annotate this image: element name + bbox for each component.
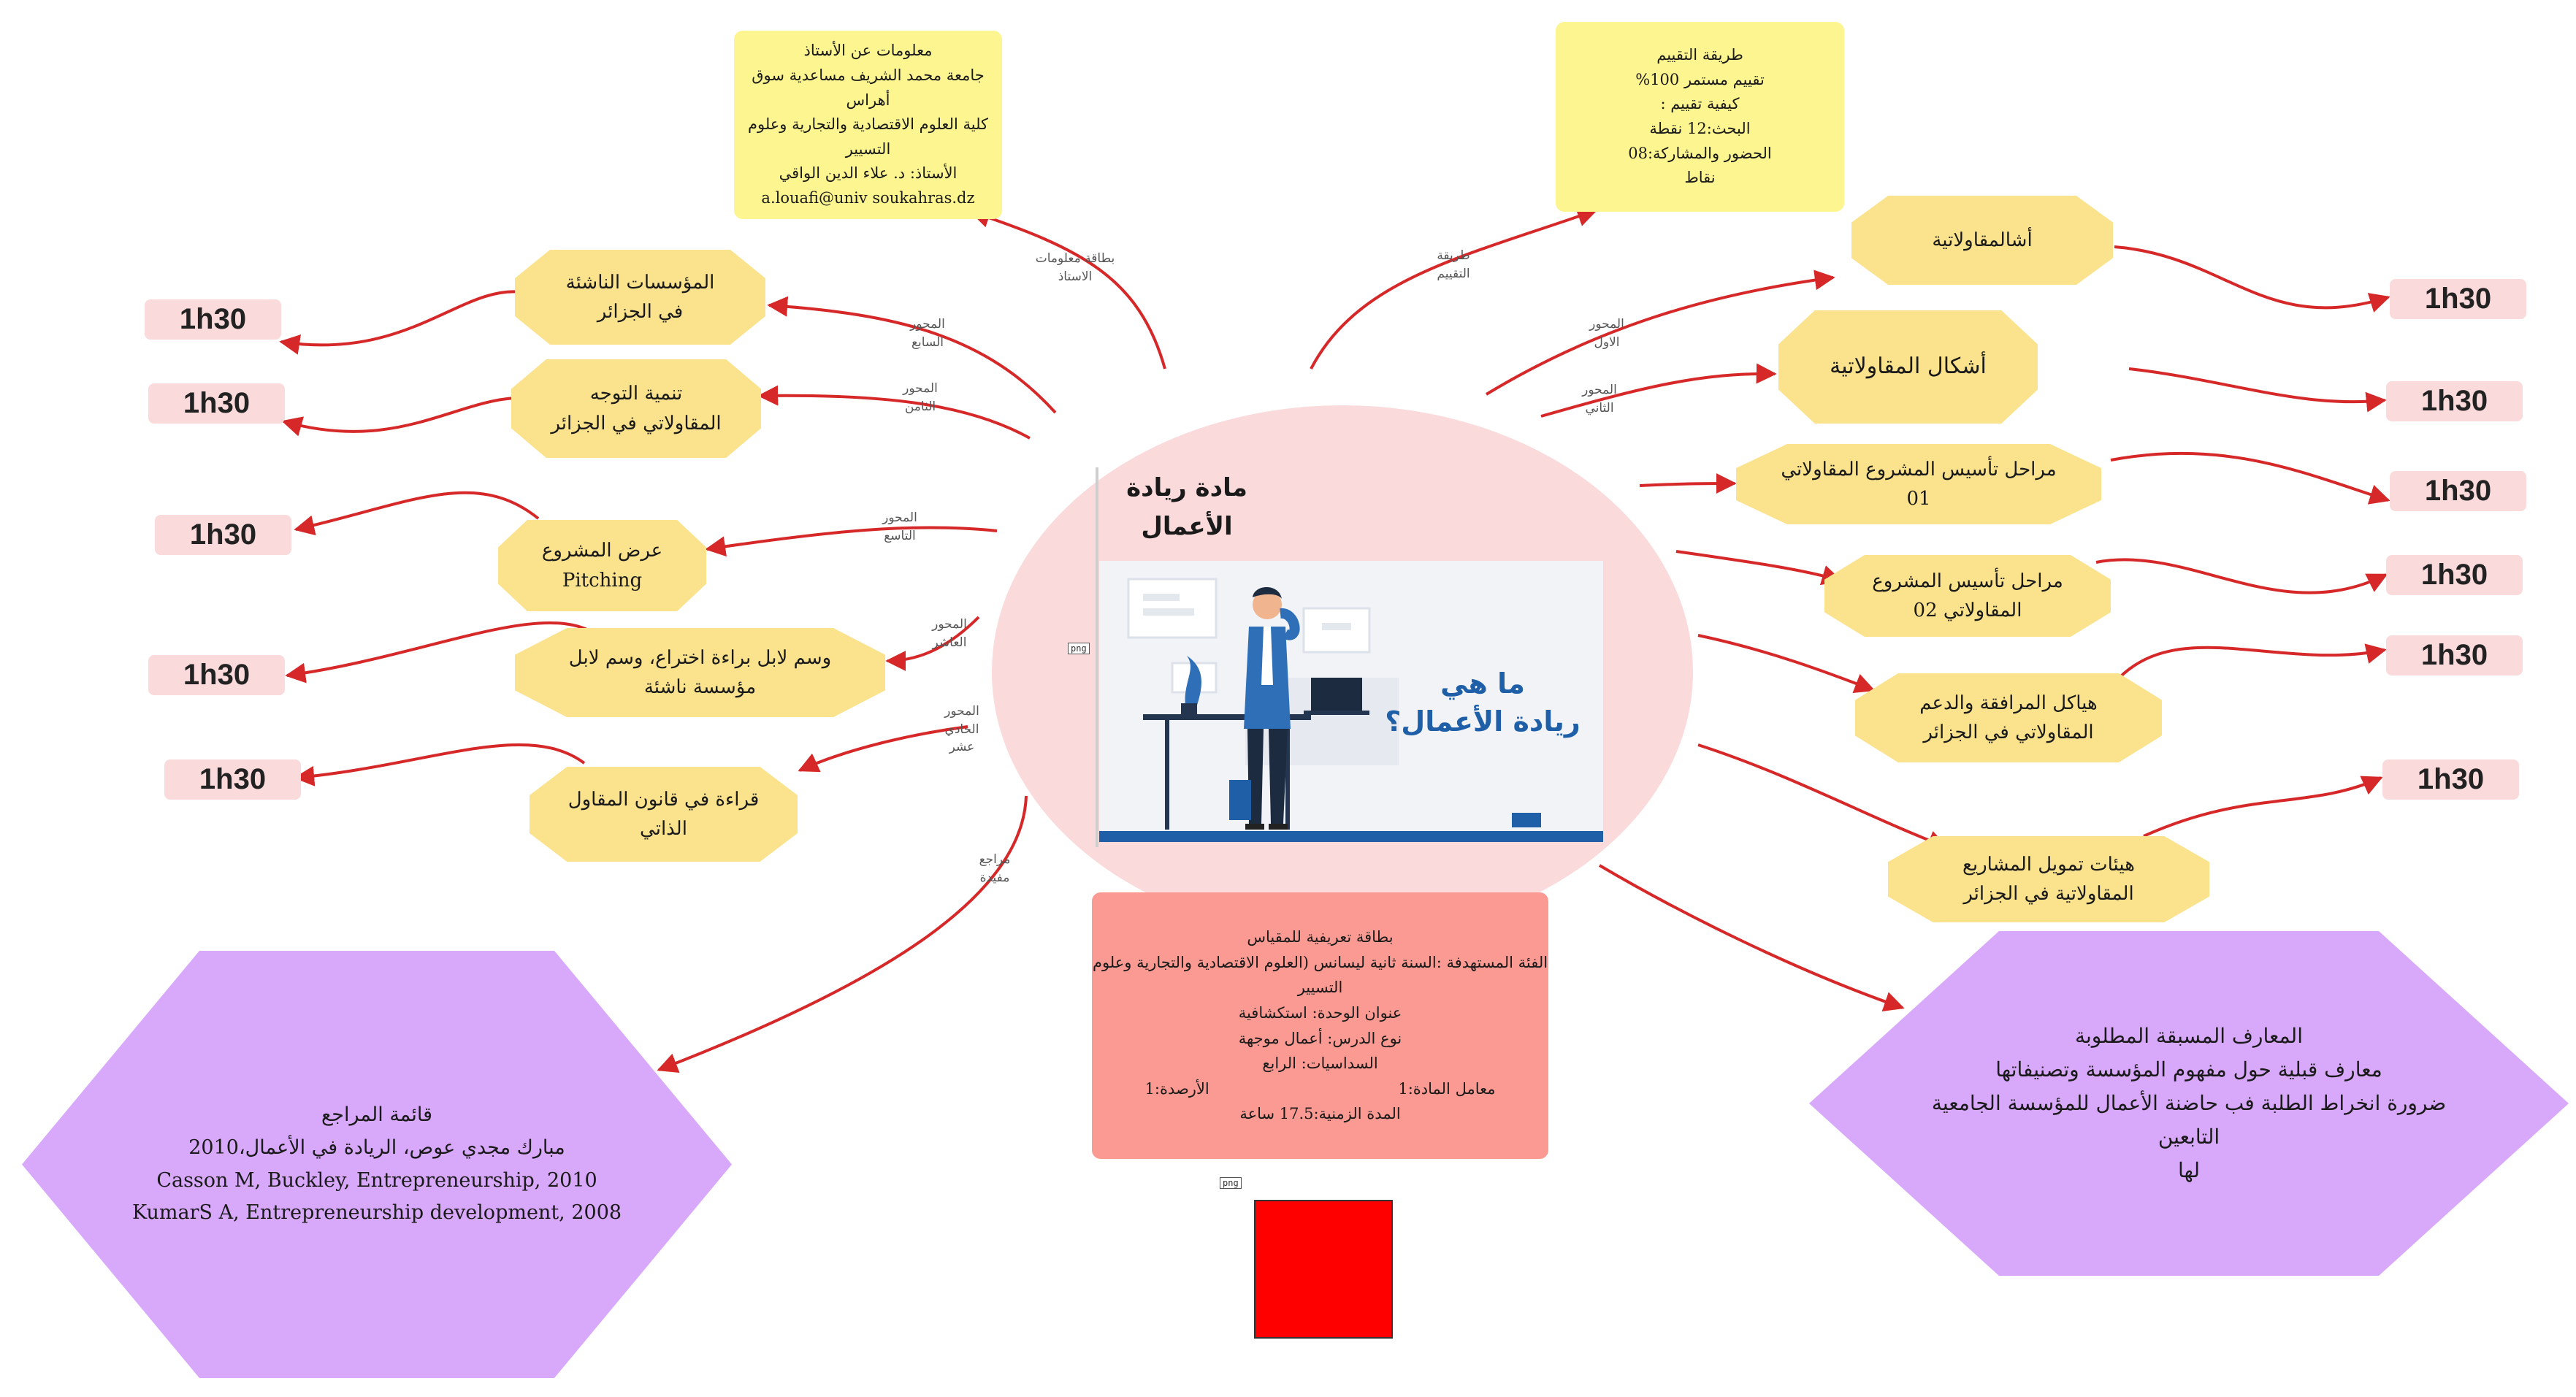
connector-left-10	[885, 616, 980, 671]
course-info-card[interactable]: بطاقة تعريفية للمقياس الفئة المستهدفة :ا…	[1092, 892, 1548, 1159]
connector-tag-r2	[2128, 367, 2387, 413]
branch-label-references: مراجع مفيدة	[979, 852, 1011, 885]
branch-label-right-2: المحور الثاني	[1582, 383, 1617, 416]
connector-right-5	[1697, 634, 1876, 694]
course-coef-credits-row: معامل المادة:1 الأرصدة:1	[1145, 1076, 1496, 1102]
topic-left-7[interactable]: المؤسسات الناشئة في الجزائر	[515, 250, 765, 345]
duration-tag-left-9: 1h30	[155, 515, 291, 555]
teacher-info-note[interactable]: معلومات عن الأستاذ جامعة محمد الشريف مسا…	[734, 31, 1002, 219]
references-hexagon[interactable]: قائمة المراجع مبارك مجدي عوص، الريادة في…	[22, 951, 732, 1378]
topic-right-2[interactable]: أشكال المقاولاتية	[1778, 310, 2038, 424]
connector-tag-r5	[2113, 643, 2387, 684]
topic-left-8[interactable]: تنمية التوجه المقاولاتي في الجزائر	[511, 359, 761, 458]
connector-teacher-info	[969, 207, 1166, 370]
connector-right-1	[1485, 269, 1835, 396]
duration-tag-right-1: 1h30	[2390, 279, 2526, 319]
topic-right-5[interactable]: هياكل المرافقة والدعم المقاولاتي في الجز…	[1855, 673, 2162, 762]
connector-tag-l8	[281, 397, 516, 437]
connector-tag-r4	[2095, 558, 2388, 594]
duration-tag-right-4: 1h30	[2386, 555, 2523, 595]
duration-tag-left-10: 1h30	[148, 655, 285, 695]
connector-left-11	[798, 725, 968, 773]
duration-tag-left-7: 1h30	[145, 299, 281, 340]
red-square-image	[1254, 1200, 1393, 1339]
evaluation-note[interactable]: طريقة التقييم تقييم مستمر 100% كيفية تقي…	[1556, 22, 1844, 212]
topic-left-11[interactable]: قراءة في قانون المقاول الذاتي	[530, 767, 798, 862]
connector-tag-r6	[2143, 776, 2383, 838]
topic-left-10[interactable]: وسم لابل براءة اختراع، وسم لابل مؤسسة نا…	[515, 628, 885, 717]
office-illustration	[1099, 561, 1603, 842]
connector-tag-r3	[2110, 451, 2390, 505]
topic-right-6[interactable]: هيئات تمويل المشاريع المقاولاتية في الجز…	[1888, 836, 2209, 922]
duration-tag-right-3: 1h30	[2390, 471, 2526, 511]
illustration-image	[1099, 561, 1603, 842]
duration-tag-right-5: 1h30	[2386, 635, 2523, 675]
branch-label-left-9: المحور التاسع	[882, 510, 917, 543]
connector-left-7	[767, 296, 1057, 414]
connector-left-9	[705, 526, 998, 557]
connector-right-4	[1675, 550, 1843, 586]
connector-right-2	[1540, 363, 1777, 418]
connector-left-8	[757, 385, 1031, 440]
branch-label-teacher-info: بطاقة معلومات الاستاذ	[1035, 251, 1115, 284]
branch-label-evaluation: طريقة التقييم	[1437, 248, 1470, 281]
branch-label-left-10: المحور العاشر	[932, 617, 967, 650]
central-divider	[1096, 467, 1098, 847]
course-credits: الأرصدة:1	[1144, 1079, 1209, 1098]
connector-prereq	[1598, 864, 1905, 1012]
connector-evaluation	[1310, 207, 1598, 370]
course-duration: المدة الزمنية:17.5 ساعة	[1239, 1105, 1401, 1123]
connector-tag-r1	[2114, 245, 2390, 313]
branch-label-left-8: المحور الثامن	[903, 381, 938, 414]
central-image-badge: png	[1068, 643, 1090, 654]
connector-right-3	[1639, 473, 1737, 494]
square-image-badge: png	[1220, 1177, 1242, 1189]
central-title: مادة ريادة الأعمال	[1126, 473, 1247, 541]
branch-label-left-11: المحور الحادي عشر	[944, 704, 979, 755]
topic-left-9[interactable]: عرض المشروع Pitching	[498, 520, 706, 611]
connector-tag-l11	[294, 743, 586, 786]
topic-right-1[interactable]: أشالمقاولاتية	[1851, 196, 2113, 285]
connector-right-6	[1697, 743, 1949, 851]
branch-label-left-7: المحور السابع	[910, 317, 945, 350]
connector-tag-l9	[294, 491, 540, 536]
connector-references	[657, 795, 1028, 1073]
topic-right-3[interactable]: مراحل تأسيس المشروع المقاولاتي 01	[1736, 444, 2101, 524]
duration-tag-left-8: 1h30	[148, 383, 285, 424]
duration-tag-right-2: 1h30	[2386, 381, 2523, 421]
illustration-caption: ما هي ريادة الأعمال؟	[1385, 667, 1581, 738]
connector-tag-l7	[279, 290, 523, 355]
duration-tag-right-6: 1h30	[2382, 759, 2519, 800]
course-coefficient: معامل المادة:1	[1398, 1079, 1496, 1098]
connector-tag-l10	[285, 621, 597, 684]
branch-label-right-1: المحور الاول	[1589, 317, 1624, 350]
topic-right-4[interactable]: مراحل تأسيس المشروع المقاولاتي 02	[1824, 555, 2111, 637]
duration-tag-left-11: 1h30	[164, 759, 301, 800]
